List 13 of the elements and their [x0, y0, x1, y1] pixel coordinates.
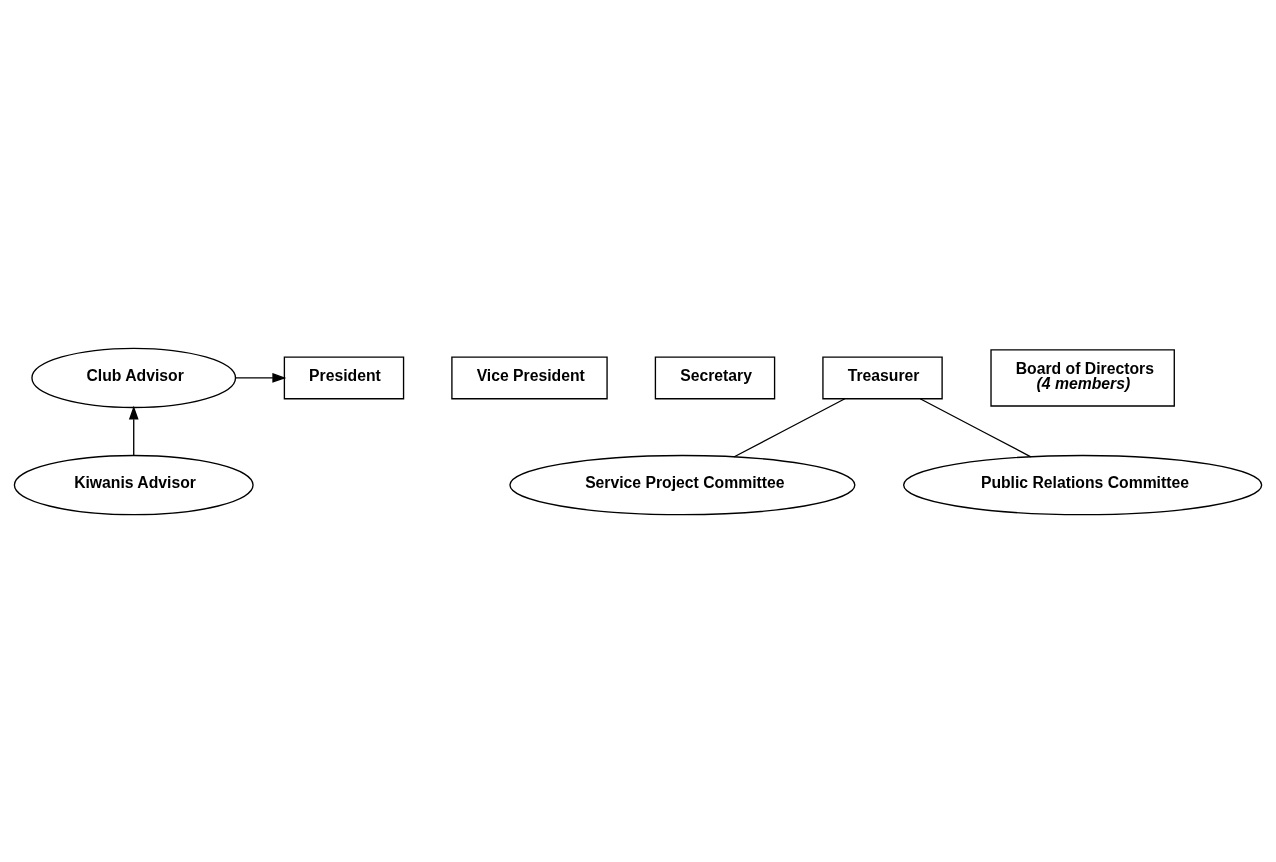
node-box: Board of Directors (4 members)	[990, 348, 1175, 407]
arrow	[128, 405, 139, 456]
node-ellipse: Public Relations Committee	[903, 454, 1263, 515]
node-box: Secretary	[654, 355, 776, 399]
node-ellipse: Kiwanis Advisor	[13, 454, 254, 515]
node-box: Treasurer	[822, 355, 943, 399]
node-box: President	[283, 355, 405, 399]
node-box: Vice President	[451, 355, 608, 399]
connector	[733, 397, 846, 458]
connector	[919, 397, 1032, 457]
node-ellipse: Service Project Committee	[509, 454, 856, 515]
arrow	[234, 372, 287, 383]
node-ellipse: Club Advisor	[31, 347, 237, 408]
